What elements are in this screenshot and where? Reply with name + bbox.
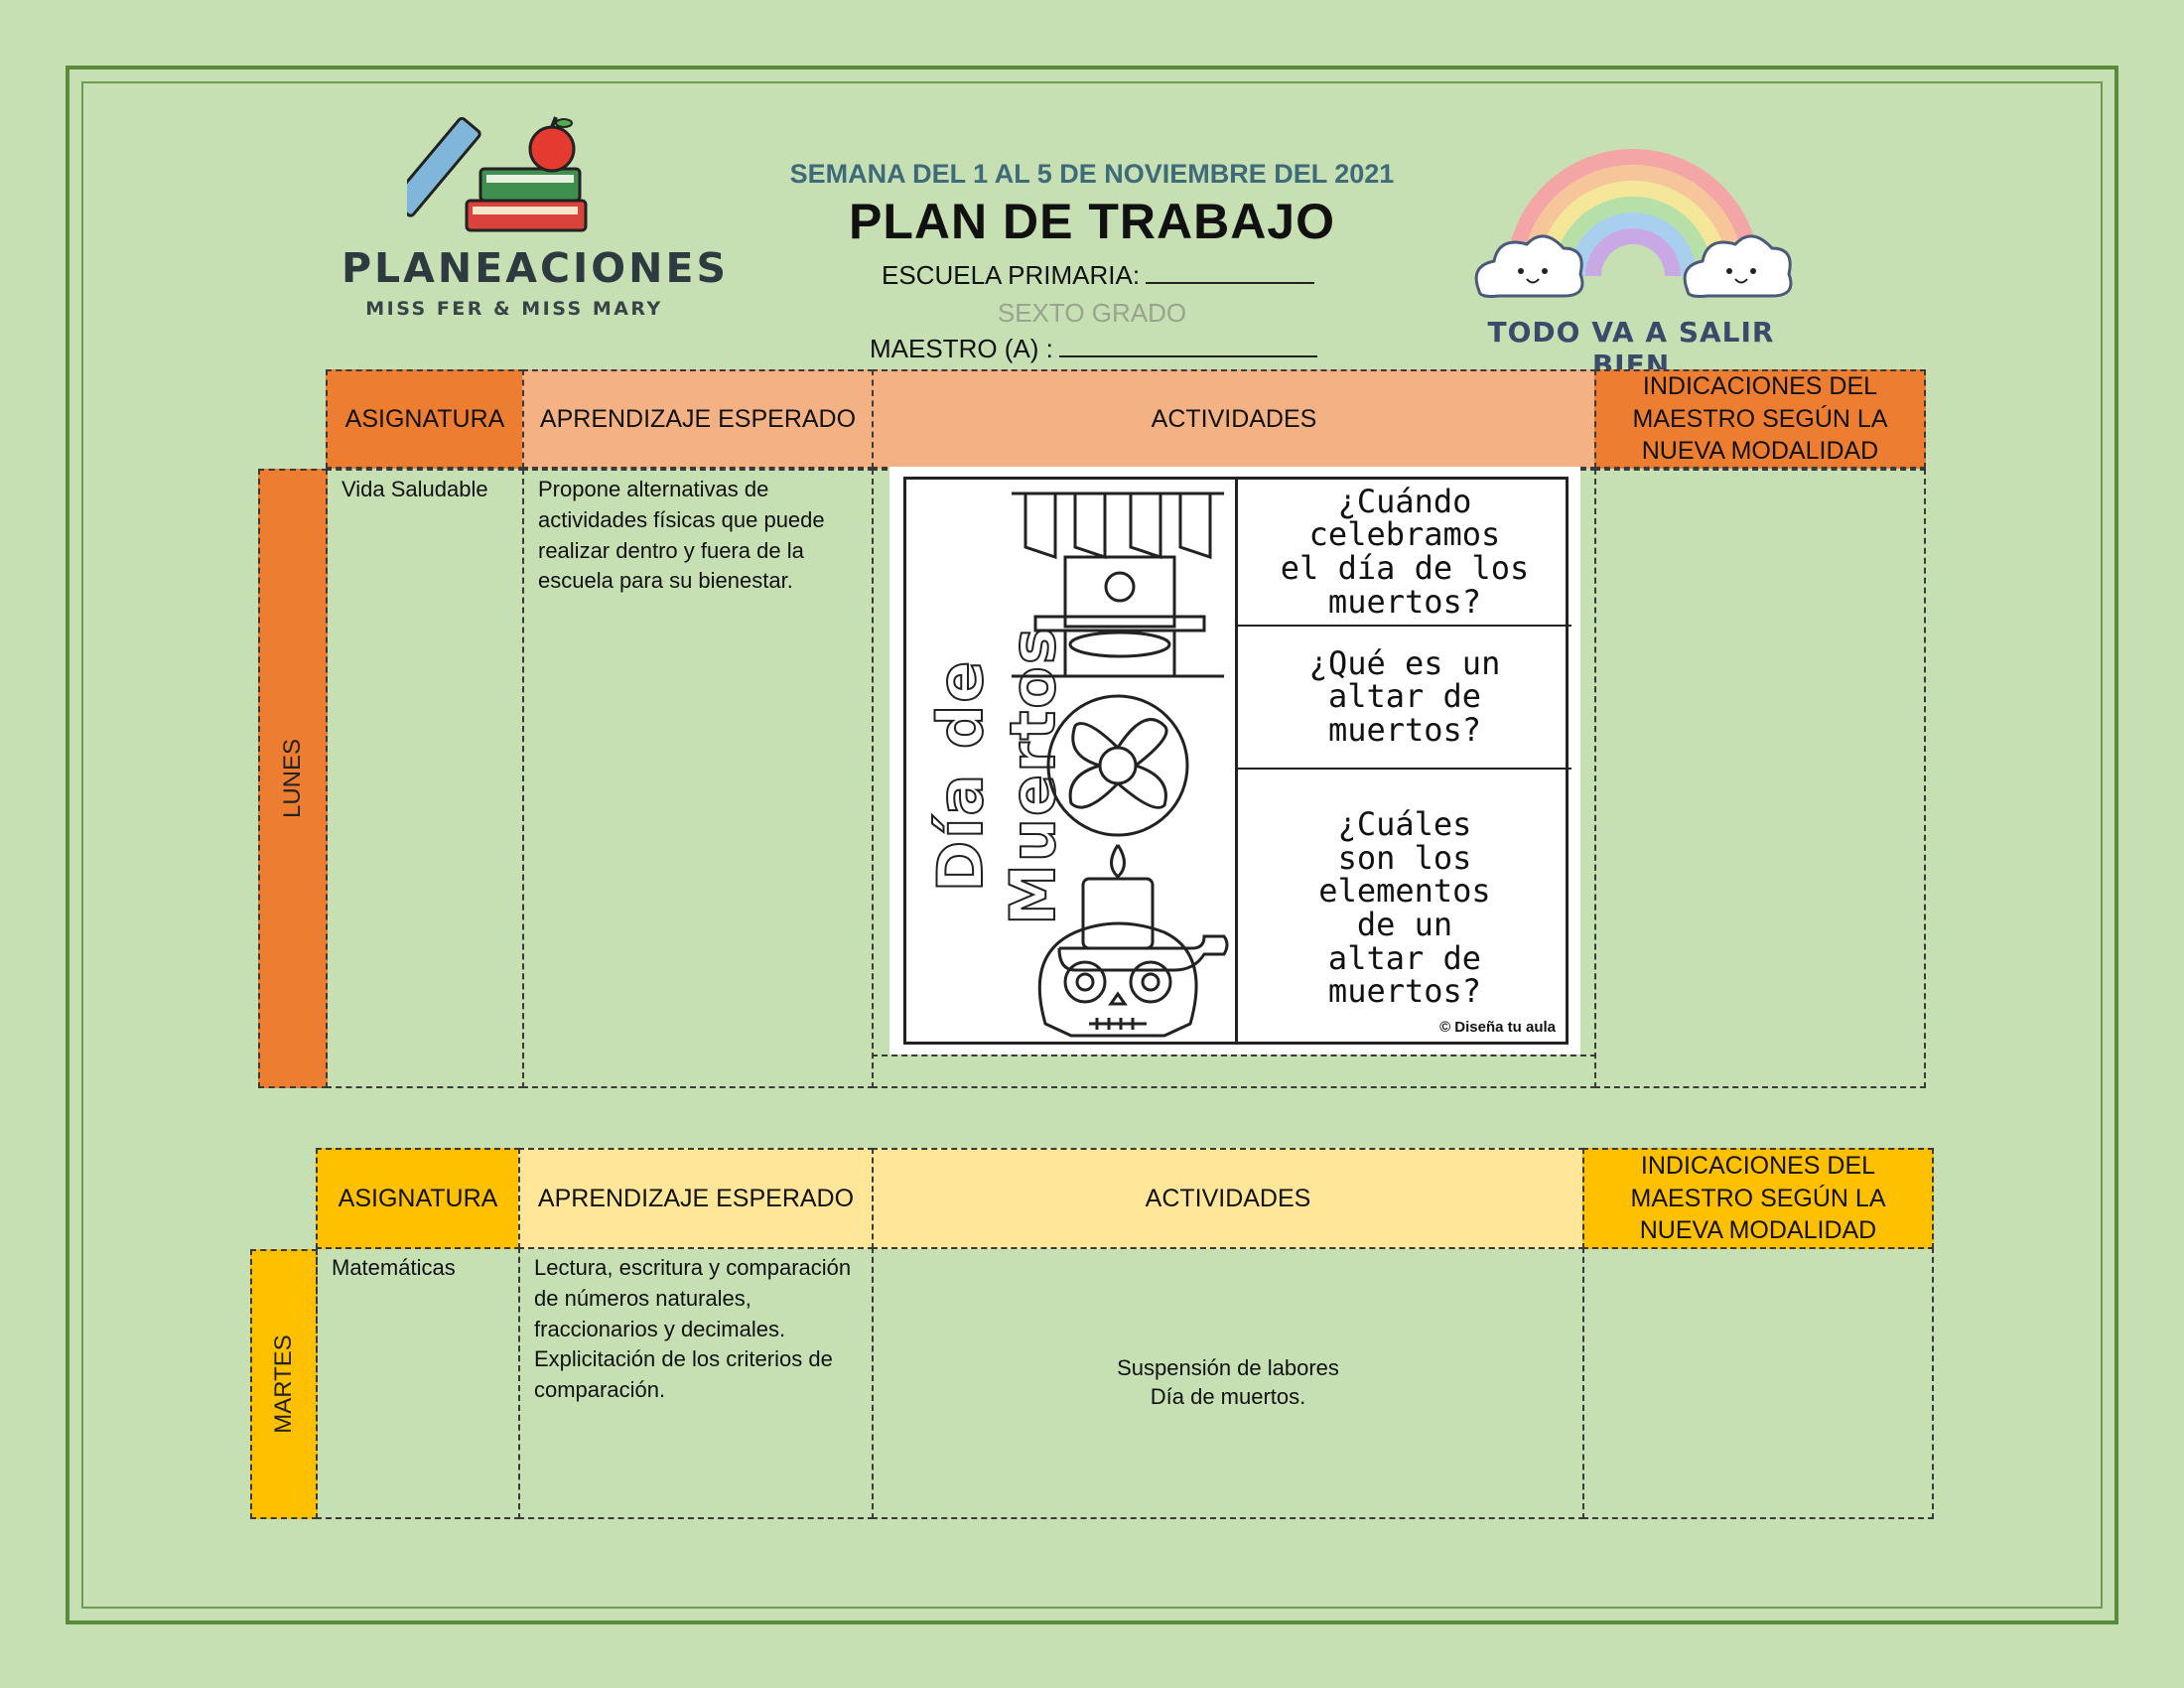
- monday-header-teacher-notes: INDICACIONES DEL MAESTRO SEGÚN LA NUEVA …: [1594, 369, 1926, 469]
- grade-label: SEXTO GRADO: [997, 298, 1187, 328]
- school-blank-line: [1146, 264, 1315, 284]
- monday-header-expected: APRENDIZAJE ESPERADO: [522, 369, 874, 469]
- week-label: SEMANA DEL 1 AL 5 DE NOVIEMBRE DEL 2021: [789, 159, 1395, 189]
- tuesday-activities-line1: Suspensión de labores: [1117, 1355, 1339, 1381]
- logo-subtitle: MISS FER & MISS MARY: [365, 298, 663, 320]
- tuesday-header-activities: ACTIVIDADES: [872, 1148, 1584, 1249]
- tuesday-subject-cell: Matemáticas: [316, 1247, 520, 1519]
- monday-expected-cell: Propone alternativas de actividades físi…: [522, 469, 874, 1088]
- tuesday-header-subject: ASIGNATURA: [316, 1148, 520, 1249]
- school-label: ESCUELA PRIMARIA:: [882, 260, 1141, 290]
- page-border-outer: [66, 66, 2118, 1624]
- monday-activities-divider: [872, 1055, 1596, 1056]
- tuesday-activities-cell: Suspensión de labores Día de muertos.: [872, 1247, 1584, 1519]
- school-field: ESCUELA PRIMARIA:: [882, 260, 1315, 291]
- worksheet-question-3: ¿Cuáles son los elementos de un altar de…: [1318, 805, 1491, 1011]
- rainbow-clouds-icon: [1474, 149, 1793, 298]
- tuesday-header-teacher-notes: INDICACIONES DEL MAESTRO SEGÚN LA NUEVA …: [1582, 1148, 1934, 1249]
- worksheet-credit: © Diseña tu aula: [1439, 1019, 1556, 1036]
- monday-day-label: LUNES: [258, 469, 328, 1088]
- teacher-blank-line: [1058, 338, 1317, 357]
- worksheet-title: Día de Muertos: [923, 625, 1070, 926]
- tuesday-expected-cell: Lectura, escritura y comparación de núme…: [518, 1247, 874, 1519]
- worksheet-card: Día de Muertos: [903, 477, 1571, 1045]
- worksheet-illustration-panel: Día de Muertos: [906, 480, 1238, 1042]
- monday-header-subject: ASIGNATURA: [326, 369, 524, 469]
- page-title: PLAN DE TRABAJO: [848, 194, 1336, 249]
- logo-title: PLANEACIONES: [341, 244, 730, 292]
- monday-teacher-notes-cell: [1594, 469, 1926, 1088]
- tuesday-teacher-notes-cell: [1582, 1247, 1934, 1519]
- monday-header-activities: ACTIVIDADES: [872, 369, 1596, 469]
- tuesday-header-expected: APRENDIZAJE ESPERADO: [518, 1148, 874, 1249]
- dia-de-muertos-worksheet: Día de Muertos: [889, 467, 1580, 1055]
- tuesday-day-label: MARTES: [250, 1249, 318, 1519]
- page-border-inner: [81, 81, 2103, 1609]
- worksheet-question-1: ¿Cuándo celebramos el día de los muertos…: [1238, 480, 1571, 627]
- altar-skull-candle-illustration-icon: [1012, 492, 1229, 1038]
- teacher-label: MAESTRO (A) :: [870, 334, 1053, 363]
- tuesday-activities-line2: Día de muertos.: [1150, 1384, 1306, 1409]
- monday-subject-cell: Vida Saludable: [326, 469, 524, 1088]
- worksheet-question-2: ¿Qué es un altar de muertos?: [1238, 627, 1571, 770]
- teacher-field: MAESTRO (A) :: [870, 334, 1317, 364]
- books-apple-logo-icon: [407, 116, 588, 232]
